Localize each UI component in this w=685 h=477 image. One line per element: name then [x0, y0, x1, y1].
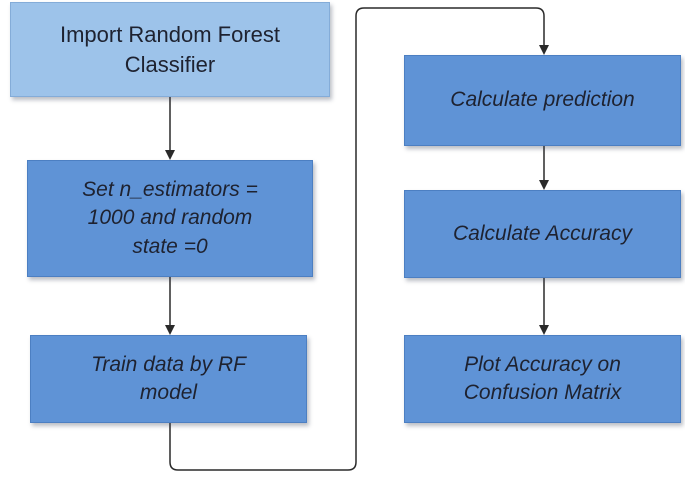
node-train-label: Train data by RF model — [91, 352, 246, 404]
node-predict-label: Calculate prediction — [450, 88, 635, 112]
node-import-random-forest: Import Random Forest Classifier — [10, 2, 330, 97]
node-import-label: Import Random Forest Classifier — [59, 21, 281, 77]
node-set-estimators: Set n_estimators = 1000 and random state… — [27, 160, 313, 277]
node-plot-accuracy: Plot Accuracy on Confusion Matrix — [404, 335, 681, 423]
node-calculate-accuracy: Calculate Accuracy — [404, 190, 681, 278]
node-set-label: Set n_estimators = 1000 and random state… — [82, 177, 258, 258]
node-plot-label: Plot Accuracy on Confusion Matrix — [463, 352, 622, 404]
node-accuracy-label: Calculate Accuracy — [453, 221, 632, 245]
node-train-data: Train data by RF model — [30, 335, 307, 423]
node-calculate-prediction: Calculate prediction — [404, 55, 681, 146]
